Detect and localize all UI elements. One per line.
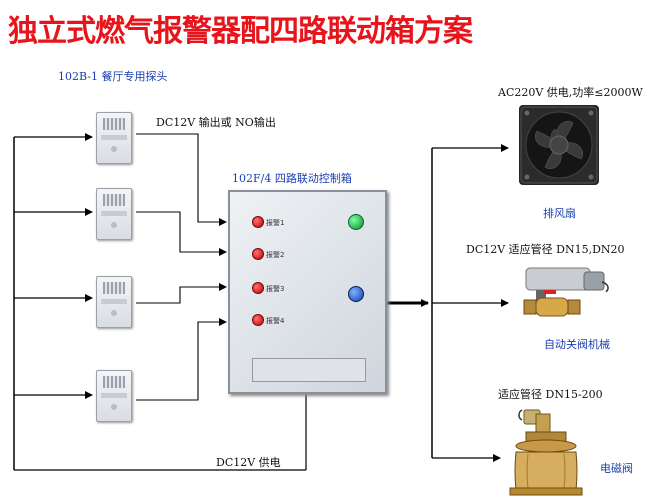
valve-manipulator-image [522,260,612,330]
fan-name: 排风扇 [543,207,576,220]
solenoid-valve-image [508,406,584,498]
alarm-lamp-1 [252,216,264,228]
sensor-3-output [136,283,227,304]
alarm-lamp-2 [252,248,264,260]
box-nameplate [252,358,366,382]
sensor-1-output [136,133,227,226]
alarm-lamp-4 [252,314,264,326]
gas-sensor-4 [96,370,132,422]
alarm-lamp-3 [252,282,264,294]
sensor-label: 102B-1 餐厅专用探头 [58,70,168,83]
alarm-lamp-label-1: 报警1 [266,219,285,227]
power-indicator-lamp [348,214,364,230]
manipulator-spec: DC12V 适应管径 DN15,DN20 [466,243,625,256]
valve-manipulator-icon [523,267,609,317]
box-label: 102F/4 四路联动控制箱 [232,172,352,185]
power-label: DC12V 供电 [216,456,281,469]
gas-sensor-2 [96,188,132,240]
gas-sensor-1 [96,112,132,164]
fan-spec: AC220V 供电,功率≤2000W [498,86,643,99]
manipulator-name: 自动关阀机械 [544,338,610,351]
solenoid-spec: 适应管径 DN15-200 [498,388,603,401]
exhaust-fan-image [519,105,599,185]
sensor-2-output [136,211,227,256]
solenoid-valve-icon [509,409,583,496]
gas-sensor-3 [96,276,132,328]
solenoid-name: 电磁阀 [600,462,633,475]
alarm-lamp-label-4: 报警4 [266,317,285,325]
alarm-lamp-label-2: 报警2 [266,251,285,259]
diagram-title: 独立式燃气报警器配四路联动箱方案 [8,14,473,49]
alarm-lamp-label-3: 报警3 [266,285,285,293]
control-box: 报警1 报警2 报警3 报警4 [228,190,387,394]
sensor-4-output [136,318,227,401]
output-label: DC12V 输出或 NO输出 [156,116,276,129]
reset-knob [348,286,364,302]
fan-icon [520,106,598,184]
